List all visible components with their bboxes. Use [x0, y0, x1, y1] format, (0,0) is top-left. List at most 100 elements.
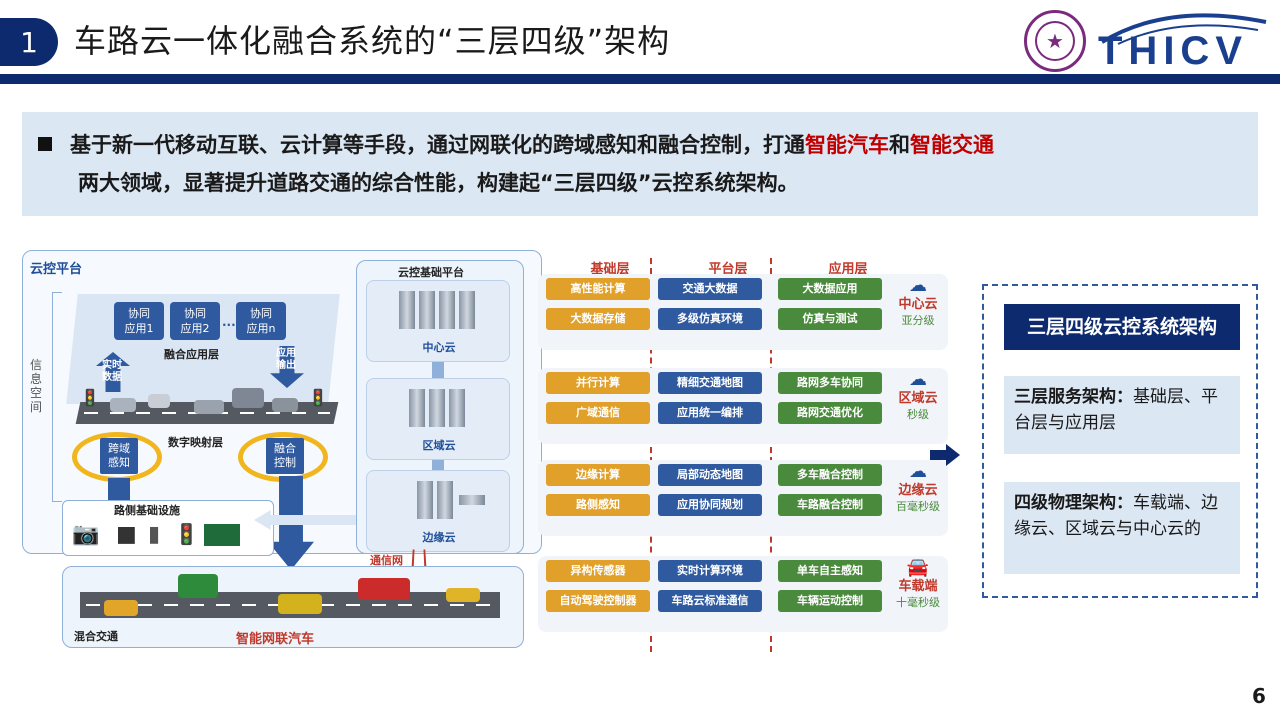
page-title: 车路云一体化融合系统的“三层四级”架构 — [74, 22, 671, 60]
fire-truck-icon — [358, 578, 410, 600]
server-icon — [419, 291, 435, 329]
cell-app: 仿真与测试 — [778, 308, 882, 330]
cell-app: 单车自主感知 — [778, 560, 882, 582]
cell-plat: 实时计算环境 — [658, 560, 762, 582]
cell-app: 多车融合控制 — [778, 464, 882, 486]
server-icon — [449, 389, 465, 427]
sign-board-icon — [204, 524, 240, 546]
level-name: 车载端 — [898, 579, 938, 594]
car-icon — [148, 394, 170, 408]
column-header-platform: 平台层 — [708, 262, 748, 277]
section-number: 1 — [0, 18, 58, 66]
summary-title: 三层四级云控系统架构 — [1004, 304, 1240, 350]
cell-base: 广域通信 — [546, 402, 650, 424]
radar-icon: ■ — [116, 522, 137, 547]
summary-service-heading: 三层服务架构： — [1014, 387, 1133, 407]
app-ellipsis: ··· — [222, 318, 236, 332]
level-marker: 🚘车载端十毫秒级 — [888, 558, 948, 610]
fusion-control-box: 融合 控制 — [266, 438, 304, 474]
server-icon — [409, 389, 425, 427]
edge-cloud-tier: 边缘云 — [366, 470, 510, 552]
cell-plat: 多级仿真环境 — [658, 308, 762, 330]
level-marker: ☁中心云亚分级 — [888, 276, 948, 328]
column-header-app: 应用层 — [828, 262, 868, 277]
sensor-icon: ▮ — [148, 522, 161, 547]
cell-base: 路侧感知 — [546, 494, 650, 516]
car-icon — [446, 588, 480, 602]
digital-map-layer-label: 数字映射层 — [168, 436, 223, 449]
intro-highlight-2: 智能交通 — [910, 133, 994, 157]
cell-plat: 车路云标准通信 — [658, 590, 762, 612]
fusion-app-layer-label: 融合应用层 — [164, 348, 219, 361]
intro-line-1: 基于新一代移动互联、云计算等手段，通过网联化的跨域感知和融合控制，打通智能汽车和… — [38, 126, 1246, 164]
server-cloud-icon: ☁ — [909, 275, 927, 296]
edge-cloud-label: 边缘云 — [422, 531, 456, 544]
center-cloud-label: 中心云 — [422, 341, 456, 354]
cell-app: 车路融合控制 — [778, 494, 882, 516]
cell-app: 大数据应用 — [778, 278, 882, 300]
intro-text-a: 基于新一代移动互联、云计算等手段，通过网联化的跨域感知和融合控制，打通 — [70, 133, 805, 157]
truck-icon — [194, 400, 224, 414]
base-platform-label: 云控基础平台 — [398, 266, 464, 279]
level-latency: 百毫秒级 — [896, 500, 940, 513]
region-cloud-tier: 区域云 — [366, 378, 510, 460]
traffic-light-icon: 🚦 — [174, 522, 199, 546]
summary-physical-text: 车载端、边缘云、区域云与中心云的 — [1014, 493, 1218, 539]
intro-box: 基于新一代移动互联、云计算等手段，通过网联化的跨域感知和融合控制，打通智能汽车和… — [22, 112, 1258, 216]
column-header-base: 基础层 — [590, 262, 630, 277]
server-icon — [429, 389, 445, 427]
server-icon — [459, 291, 475, 329]
summary-arrow-stem — [930, 450, 947, 460]
intro-highlight-1: 智能汽车 — [805, 133, 889, 157]
cell-base: 异构传感器 — [546, 560, 650, 582]
cell-app: 路网多车协同 — [778, 372, 882, 394]
realtime-data-label: 实时 数据 — [102, 360, 122, 383]
server-icon — [439, 291, 455, 329]
level-marker: ☁边缘云百毫秒级 — [888, 462, 948, 514]
cell-base: 自动驾驶控制器 — [546, 590, 650, 612]
vehicle-icon: 🚘 — [906, 557, 930, 578]
pickup-icon — [104, 600, 138, 616]
summary-service-box: 三层服务架构：基础层、平台层与应用层 — [1004, 376, 1240, 454]
tier-arrow-icon — [432, 362, 444, 378]
edge-cloud-icon: ☁ — [909, 461, 927, 482]
cell-plat: 交通大数据 — [658, 278, 762, 300]
icv-label: 智能网联汽车 — [236, 632, 315, 647]
info-space-label: 信息空间 — [30, 358, 43, 414]
column-divider — [650, 258, 652, 652]
truck-icon — [178, 574, 218, 598]
mixed-traffic-label: 混合交通 — [74, 630, 118, 643]
summary-service-text: 基础层、平台层与应用层 — [1014, 387, 1218, 433]
cross-domain-box: 跨域 感知 — [100, 438, 138, 474]
app-box-n: 协同 应用n — [236, 302, 286, 340]
traffic-light-icon: 🚦 — [308, 388, 328, 407]
level-name: 区域云 — [898, 391, 938, 406]
info-space-bracket — [52, 292, 62, 502]
cell-plat: 精细交通地图 — [658, 372, 762, 394]
cell-app: 车辆运动控制 — [778, 590, 882, 612]
logo-text: THICV — [1098, 29, 1248, 73]
level-name: 边缘云 — [898, 483, 938, 498]
level-latency: 亚分级 — [901, 314, 935, 327]
intro-text-b: 和 — [889, 133, 910, 157]
header-rule — [0, 74, 1280, 84]
app-output-label: 应用 输出 — [276, 348, 296, 371]
app-box-2: 协同 应用2 — [170, 302, 220, 340]
architecture-diagram: 云控平台 信息空间 协同 应用1 协同 应用2 ··· 协同 应用n 融合应用层… — [18, 248, 948, 654]
square-bullet-icon — [38, 137, 52, 151]
connector-bar — [108, 478, 130, 504]
network-cloud-icon: ☁ — [909, 369, 927, 390]
level-latency: 秒级 — [907, 408, 929, 421]
column-divider — [770, 258, 772, 652]
logo-swoosh-icon — [1100, 13, 1267, 45]
server-icon — [437, 481, 453, 519]
cell-app: 路网交通优化 — [778, 402, 882, 424]
university-seal-icon: ★ — [1024, 10, 1086, 72]
cell-base: 并行计算 — [546, 372, 650, 394]
thicv-logo: THICV — [1098, 8, 1270, 74]
truck-icon — [232, 388, 264, 408]
bus-icon — [278, 594, 322, 614]
cloud-platform-label: 云控平台 — [30, 262, 83, 277]
page-number: 6 — [1252, 684, 1266, 708]
